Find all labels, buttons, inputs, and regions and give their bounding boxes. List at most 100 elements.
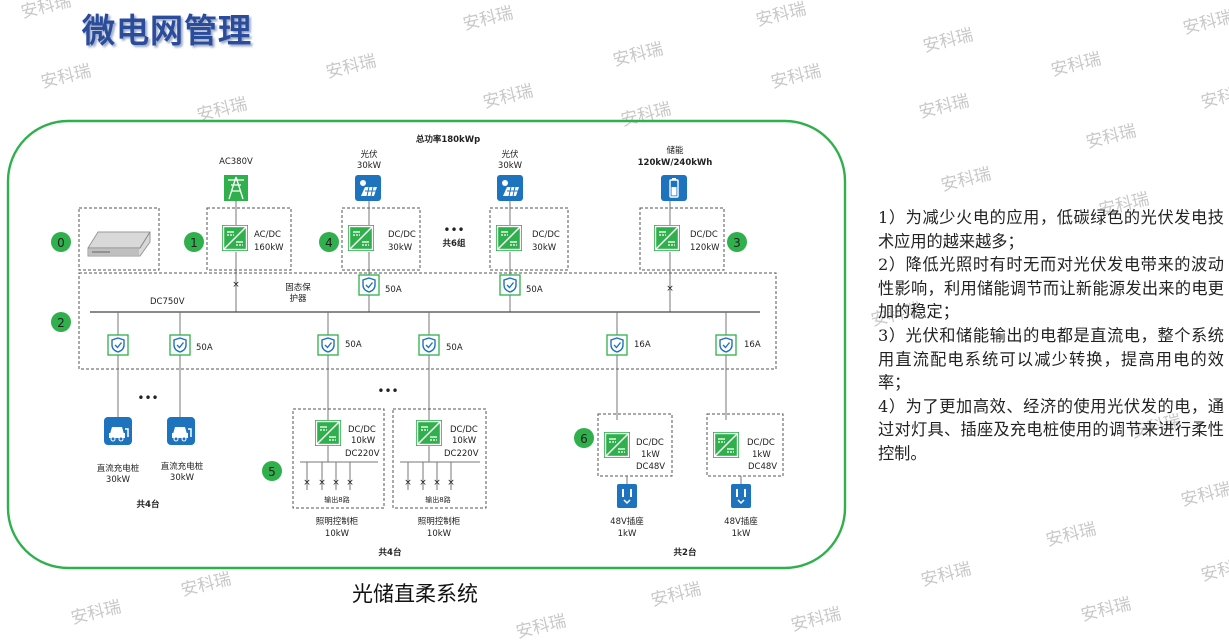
storage-breaker-x: ×: [666, 284, 674, 294]
solar-panel-icon: [497, 175, 523, 201]
pv1-label-2: 30kW: [357, 161, 382, 171]
pv1-conv-line1: DC/DC: [388, 230, 416, 240]
ac-dc-converter-icon: [221, 224, 249, 252]
badge-0: 0: [51, 232, 71, 252]
solar-panel-icon: [355, 175, 381, 201]
storage-label-2: 120kW/240kWh: [638, 158, 713, 168]
socket-protector-icon: [606, 334, 628, 356]
socket1-dc-dc-converter-icon: [603, 431, 631, 459]
pv1-label-1: 光伏: [360, 149, 378, 160]
storage-dc-dc-converter-icon: [653, 224, 681, 252]
lighting1-switches: ××××: [303, 478, 354, 488]
socket2-power: 1kW: [732, 529, 751, 539]
svg-text:×: ×: [303, 478, 311, 488]
watermark-text: 安科瑞: [1198, 554, 1229, 586]
lighting1-bus: DC220V: [345, 449, 380, 459]
watermark-text: 安科瑞: [1178, 479, 1229, 511]
note-2: 2）降低光照时有时无而对光伏发电带来的波动性影响，利用储能调节而让新能源发出来的…: [878, 255, 1224, 322]
svg-text:×: ×: [404, 478, 412, 488]
grid-converter-box: [206, 207, 292, 271]
lighting2-cabinet-box: [392, 408, 487, 509]
lighting-ellipsis: •••: [377, 384, 398, 398]
socket-outlet-icon: [730, 483, 752, 509]
load-connections: [117, 312, 727, 420]
socket2-conv-3: DC48V: [748, 462, 777, 472]
watermark-text: 安科瑞: [1083, 121, 1139, 153]
ev-charger-icon: [104, 417, 132, 445]
badge-5: 5: [262, 461, 282, 481]
ssp-label: 固态保: [285, 282, 311, 293]
lighting2-branches: [400, 446, 480, 490]
badge-4-text: 4: [325, 236, 333, 250]
lighting-protector-icon: [317, 334, 339, 356]
charger-protector-icon: [169, 334, 191, 356]
note-3: 3）光伏和储能输出的电都是直流电，整个系统用直流配电系统可以减少转换，提高用电的…: [878, 325, 1224, 393]
socket2-conv-1: DC/DC: [747, 438, 775, 448]
watermark-text: 安科瑞: [1043, 519, 1099, 551]
svg-text:×: ×: [346, 478, 354, 488]
lighting-protector-icon: [418, 334, 440, 356]
lighting2-out: 输出8路: [425, 495, 450, 504]
watermark-text: 安科瑞: [513, 611, 569, 643]
pv1-dc-dc-converter-icon: [347, 224, 375, 252]
socket1-power: 1kW: [618, 529, 637, 539]
watermark-text: 安科瑞: [1078, 594, 1134, 626]
svg-text:×: ×: [419, 478, 427, 488]
figure-caption: 光储直柔系统: [352, 582, 478, 606]
lighting2-dc-dc-converter-icon: [415, 419, 443, 447]
charger2-power: 30kW: [170, 473, 195, 483]
lighting1-power: 10kW: [325, 529, 350, 539]
badge-5-text: 5: [268, 465, 276, 479]
watermark-text: 安科瑞: [1180, 7, 1229, 39]
system-frame: [6, 119, 847, 570]
badge-2-text: 2: [57, 316, 65, 330]
lighting2-name: 照明控制柜: [418, 516, 461, 527]
charger-breaker-rating: 50A: [196, 343, 213, 353]
pv2-protector-icon: [499, 274, 521, 296]
lighting1-breaker-rating: 50A: [345, 340, 362, 350]
server-icon: [87, 231, 151, 257]
socket2-conv-2: 1kW: [752, 450, 771, 460]
charger-protector-icon: [107, 334, 129, 356]
lighting1-name: 照明控制柜: [316, 516, 359, 527]
grid-tower-icon: [224, 175, 248, 201]
socket1-conv-2: 1kW: [641, 450, 660, 460]
charger-ellipsis: •••: [137, 391, 158, 405]
svg-text:×: ×: [447, 478, 455, 488]
socket2-dc-dc-converter-icon: [712, 431, 740, 459]
server-box: [78, 207, 160, 271]
note-4: 4）为了更加高效、经济的使用光伏发的电，通过对灯具、插座及充电桩使用的调节来进行…: [878, 396, 1224, 463]
badge-1: 1: [184, 232, 204, 252]
charger1-name: 直流充电桩: [97, 463, 140, 474]
storage-label-1: 储能: [666, 145, 684, 156]
lighting-count: 共4台: [379, 547, 402, 558]
watermark-text: 安科瑞: [916, 91, 972, 123]
pv1-protector-icon: [358, 274, 380, 296]
lighting2-conv-2: 10kW: [452, 436, 477, 446]
charger2-name: 直流充电桩: [161, 461, 204, 472]
ev-charger-icon: [167, 417, 195, 445]
lighting2-power: 10kW: [427, 529, 452, 539]
lighting1-branches: [300, 446, 378, 490]
pv1-breaker-rating: 50A: [385, 285, 402, 295]
microgrid-diagram: 总功率180kWp AC380V AC/DC 160kW 光伏 30kW DC/…: [6, 119, 847, 570]
lighting2-bus: DC220V: [444, 449, 479, 459]
grid-breaker-x: ×: [232, 280, 240, 290]
socket1-conv-1: DC/DC: [636, 438, 664, 448]
note-1: 1）为减少火电的应用，低碳绿色的光伏发电技术应用的越来越多；: [878, 208, 1224, 251]
pv-ellipsis: •••: [443, 223, 464, 237]
socket1-converter-box: [597, 413, 673, 477]
pv-group-count: 共6组: [443, 238, 466, 249]
storage-converter-box: [639, 207, 725, 271]
charger-count: 共4台: [137, 499, 160, 510]
watermark-text: 安科瑞: [920, 25, 976, 57]
pv2-dc-dc-converter-icon: [495, 224, 523, 252]
lighting1-conv-1: DC/DC: [348, 425, 376, 435]
socket2-converter-box: [706, 413, 784, 477]
lighting2-switches: ××××: [404, 478, 455, 488]
dc-bus-box: [78, 272, 777, 370]
battery-icon: [661, 175, 687, 201]
storage-conv-line1: DC/DC: [690, 230, 718, 240]
svg-text:×: ×: [318, 478, 326, 488]
pv2-conv-line2: 30kW: [532, 243, 557, 253]
